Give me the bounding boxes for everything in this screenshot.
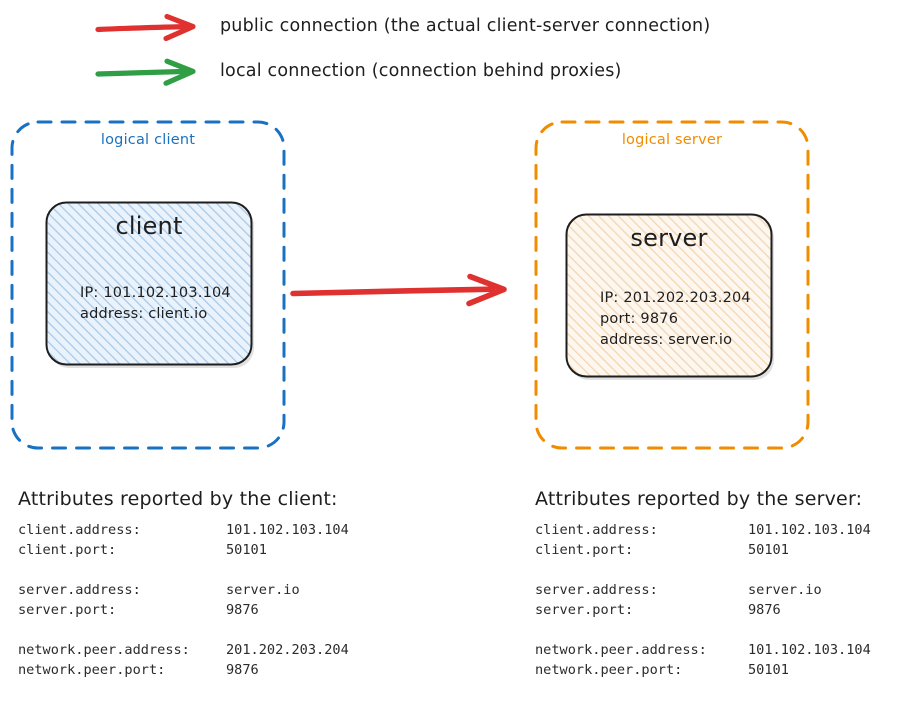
attribute-value: 9876 xyxy=(226,602,259,618)
table-row: network.peer.address: 201.202.203.204 xyxy=(18,640,349,660)
table-row: client.address: 101.102.103.104 xyxy=(535,520,871,540)
logical-server-container: logical server xyxy=(532,118,812,452)
logical-client-label: logical client xyxy=(100,132,196,148)
table-row: network.peer.address: 101.102.103.104 xyxy=(535,640,871,660)
attribute-value: 9876 xyxy=(226,662,259,678)
attribute-value: 50101 xyxy=(748,662,789,678)
client-node-prop-ip: IP: 101.102.103.104 xyxy=(80,285,231,301)
table-row: server.address: server.io xyxy=(18,580,349,600)
client-node: client IP: 101.102.103.104 address: clie… xyxy=(42,198,256,369)
client-node-properties: IP: 101.102.103.104 address: client.io xyxy=(80,283,231,325)
client-node-shape xyxy=(45,201,254,368)
attribute-key: network.peer.port: xyxy=(535,662,683,678)
legend: public connection (the actual client-ser… xyxy=(0,0,900,105)
attribute-key: client.port: xyxy=(18,542,117,558)
attribute-key: network.peer.address: xyxy=(18,642,190,658)
table-row: client.port: 50101 xyxy=(535,540,871,560)
table-row-spacer xyxy=(535,560,871,580)
client-attributes-table: client.address: 101.102.103.104 client.p… xyxy=(18,520,349,680)
green-arrow-icon xyxy=(95,58,196,86)
server-node-properties: IP: 201.202.203.204 port: 9876 address: … xyxy=(600,288,751,351)
attribute-value: 101.102.103.104 xyxy=(226,522,349,538)
legend-label-public: public connection (the actual client-ser… xyxy=(220,16,711,36)
attribute-value: 101.102.103.104 xyxy=(748,642,871,658)
attribute-value: 50101 xyxy=(226,542,267,558)
attribute-value: 50101 xyxy=(748,542,789,558)
attribute-key: client.address: xyxy=(535,522,658,538)
server-node-prop-address: address: server.io xyxy=(600,332,733,348)
client-node-prop-address: address: client.io xyxy=(80,306,208,322)
server-attributes-heading: Attributes reported by the server: xyxy=(535,488,863,510)
table-row-spacer xyxy=(535,620,871,640)
table-row: client.port: 50101 xyxy=(18,540,349,560)
server-attributes-block: Attributes reported by the server: clien… xyxy=(535,486,871,680)
attribute-key: client.port: xyxy=(535,542,634,558)
table-row: server.port: 9876 xyxy=(18,600,349,620)
logical-client-container: logical client xyxy=(8,118,288,452)
table-row-spacer xyxy=(18,620,349,640)
server-node-title: server xyxy=(630,224,708,252)
red-arrow-icon xyxy=(95,13,196,42)
attribute-value: 201.202.203.204 xyxy=(226,642,349,658)
logical-client-dashed-border xyxy=(10,120,286,450)
table-row: client.address: 101.102.103.104 xyxy=(18,520,349,540)
attribute-key: client.address: xyxy=(18,522,141,538)
legend-label-local: local connection (connection behind prox… xyxy=(220,61,622,81)
attribute-key: network.peer.address: xyxy=(535,642,707,658)
client-node-title: client xyxy=(115,212,183,240)
attribute-key: server.port: xyxy=(18,602,117,618)
client-attributes-block: Attributes reported by the client: clien… xyxy=(18,486,349,680)
server-node-prop-ip: IP: 201.202.203.204 xyxy=(600,290,751,306)
table-row: network.peer.port: 50101 xyxy=(535,660,871,680)
attribute-key: server.port: xyxy=(535,602,634,618)
server-node-prop-port: port: 9876 xyxy=(600,311,679,327)
server-node: server IP: 201.202.203.204 port: 9876 ad… xyxy=(562,210,776,381)
attribute-value: 101.102.103.104 xyxy=(748,522,871,538)
attribute-value: server.io xyxy=(226,582,300,598)
table-row: server.port: 9876 xyxy=(535,600,871,620)
attribute-value: 9876 xyxy=(748,602,781,618)
attribute-key: network.peer.port: xyxy=(18,662,166,678)
server-attributes-table: client.address: 101.102.103.104 client.p… xyxy=(535,520,871,680)
table-row-spacer xyxy=(18,560,349,580)
client-attributes-heading: Attributes reported by the client: xyxy=(18,488,338,510)
attribute-key: server.address: xyxy=(18,582,141,598)
table-row: server.address: server.io xyxy=(535,580,871,600)
attribute-value: server.io xyxy=(748,582,822,598)
server-node-shape xyxy=(565,213,774,380)
table-row: network.peer.port: 9876 xyxy=(18,660,349,680)
public-connection-arrow xyxy=(290,273,507,307)
attribute-key: server.address: xyxy=(535,582,658,598)
logical-server-dashed-border xyxy=(534,120,810,450)
logical-server-label: logical server xyxy=(621,132,723,148)
